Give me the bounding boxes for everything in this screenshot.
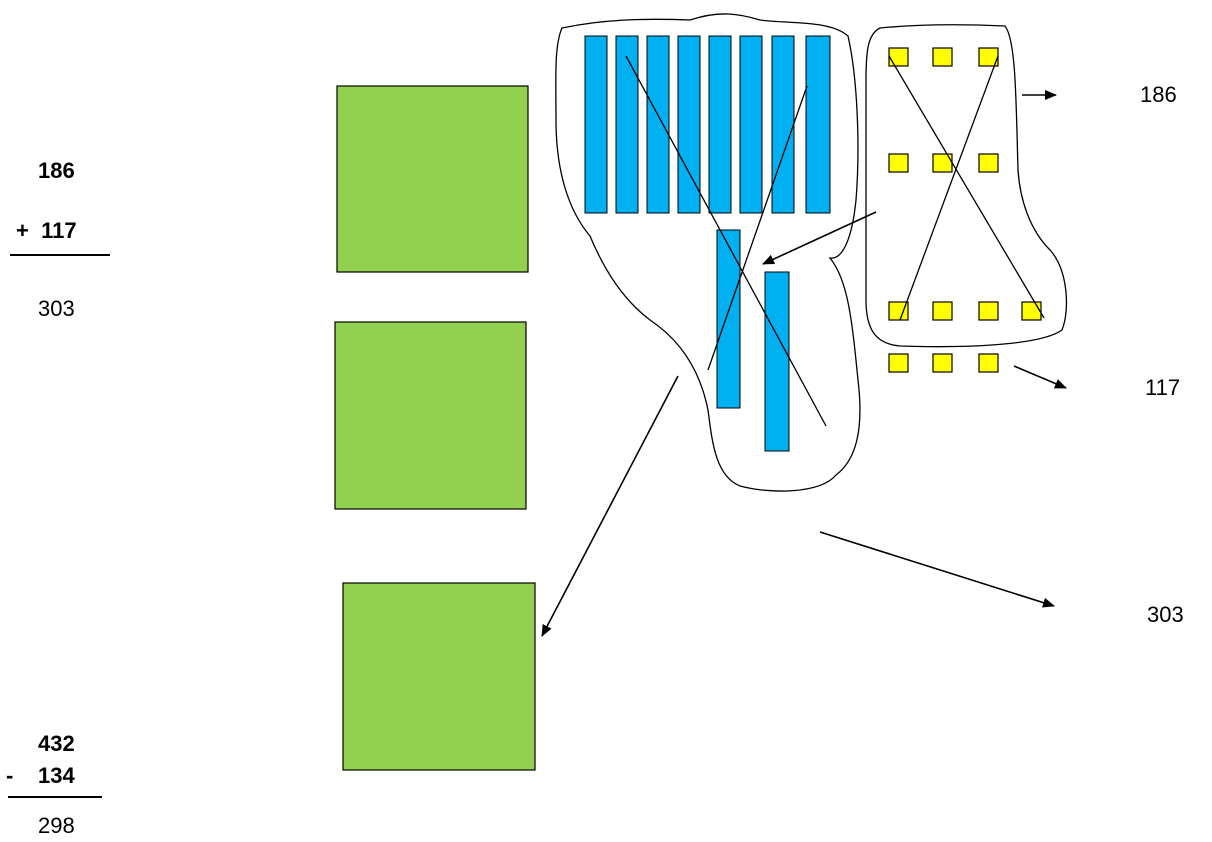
hundreds-block-2 xyxy=(334,321,527,510)
subtraction-result: 298 xyxy=(38,813,75,838)
arrow-regroup-to-hundred xyxy=(541,375,679,637)
subtraction-rule xyxy=(8,796,102,798)
tens-cross-line xyxy=(625,55,827,427)
ones-cube xyxy=(1021,301,1042,321)
ones-cubes-loose xyxy=(888,353,999,373)
ones-cube xyxy=(932,47,953,67)
ones-cross-line xyxy=(888,55,1045,319)
arrow-regroup-to-ten xyxy=(762,211,877,265)
ones-cube xyxy=(978,353,999,373)
tens-rod-loose xyxy=(764,271,790,452)
arrow-to-303 xyxy=(819,531,1055,608)
ones-group-outline xyxy=(865,24,1068,348)
ones-cube xyxy=(888,153,909,173)
tens-cross-line xyxy=(707,85,808,371)
ones-cubes-grouped xyxy=(888,47,1042,321)
addition-result: 303 xyxy=(38,296,75,321)
ones-cross-line xyxy=(899,55,999,321)
tens-rod-loose xyxy=(716,229,741,409)
hundreds-block-3 xyxy=(342,582,536,771)
ones-cube xyxy=(932,353,953,373)
tens-rod xyxy=(771,35,795,214)
tens-rod xyxy=(584,35,608,214)
label-303: 303 xyxy=(1147,602,1184,627)
ones-cube xyxy=(888,353,909,373)
tens-rod xyxy=(646,35,670,214)
addition-rule xyxy=(10,254,110,256)
ones-cube xyxy=(888,47,909,67)
tens-group-outline xyxy=(555,13,861,492)
addend-bottom-with-plus: + 117 xyxy=(16,218,77,243)
subtrahend: 134 xyxy=(38,763,75,788)
tens-rod xyxy=(677,35,701,214)
arrow-to-117 xyxy=(1013,365,1067,389)
addend-top: 186 xyxy=(38,158,75,183)
tens-rod xyxy=(615,35,639,214)
ones-cube xyxy=(888,301,909,321)
label-117: 117 xyxy=(1145,375,1181,400)
ones-cube xyxy=(932,301,953,321)
label-186: 186 xyxy=(1140,82,1177,107)
tens-rod xyxy=(708,35,732,214)
tens-rod xyxy=(805,35,831,214)
ones-cube xyxy=(978,301,999,321)
minuend: 432 xyxy=(38,731,75,756)
minus-sign: - xyxy=(6,763,14,788)
tens-rod xyxy=(739,35,763,214)
ones-cube xyxy=(978,153,999,173)
hundreds-block-1 xyxy=(336,85,529,273)
